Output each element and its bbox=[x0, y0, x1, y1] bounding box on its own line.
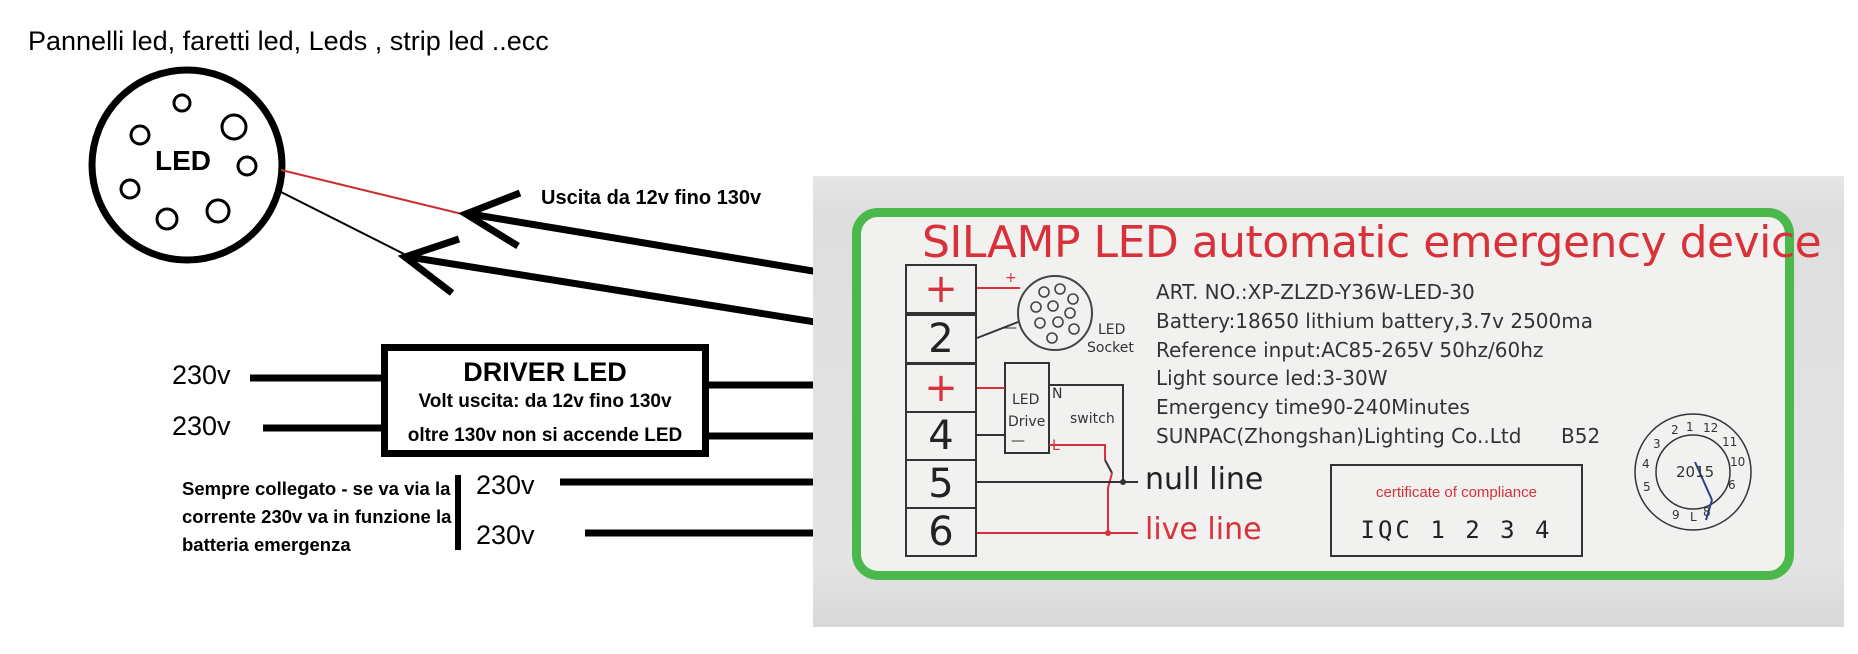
led-drive-box bbox=[1004, 362, 1050, 454]
voltage-label: 230v bbox=[172, 411, 231, 441]
led-lamp-outline bbox=[88, 66, 286, 264]
date-stamp-number: 3 bbox=[1653, 437, 1661, 451]
led-dot bbox=[129, 124, 151, 146]
stamp-pen-mark bbox=[1694, 461, 1713, 501]
arrow-positive-head bbox=[458, 189, 522, 249]
batch-code: B52 bbox=[1561, 424, 1601, 448]
certificate-title: certificate of compliance bbox=[1376, 484, 1537, 501]
driver-led-box: DRIVER LED Volt uscita: da 12v fino 130v… bbox=[381, 344, 709, 457]
output-voltage-label: Uscita da 12v fino 130v bbox=[541, 187, 762, 209]
page-title: Pannelli led, faretti led, Leds , strip … bbox=[28, 26, 549, 56]
led-socket-circle bbox=[1017, 275, 1093, 351]
led-drive-label: LED bbox=[1012, 392, 1040, 408]
date-stamp-number: 11 bbox=[1722, 435, 1738, 449]
terminal-4: 4 bbox=[905, 411, 977, 461]
arrow-negative-head bbox=[397, 235, 461, 296]
black-wire bbox=[276, 189, 405, 255]
n-label: N bbox=[1052, 386, 1063, 402]
date-stamp-number: 2 bbox=[1671, 423, 1679, 437]
led-drive-minus: — bbox=[1011, 433, 1025, 449]
spec-line: SUNPAC(Zhongshan)Lighting Co..Ltd bbox=[1156, 424, 1522, 448]
date-stamp-number: 4 bbox=[1642, 457, 1650, 471]
voltage-label: 230v bbox=[476, 470, 535, 500]
voltage-label: 230v bbox=[476, 520, 535, 550]
certificate-code: IQC 1 2 3 4 bbox=[1360, 516, 1553, 544]
date-stamp-number: 12 bbox=[1703, 421, 1719, 435]
switch-contact bbox=[1104, 459, 1113, 474]
led-label: LED bbox=[155, 145, 211, 176]
spec-line: Light source led:3-30W bbox=[1156, 366, 1388, 390]
date-stamp-year: 2015 bbox=[1676, 463, 1715, 481]
date-stamp-number: 5 bbox=[1643, 480, 1651, 494]
certificate-box: certificate of compliance IQC 1 2 3 4 bbox=[1330, 464, 1583, 557]
date-stamp-letter: L bbox=[1690, 510, 1697, 524]
date-stamp-number: 8 bbox=[1703, 505, 1711, 519]
date-stamp-number: 1 bbox=[1686, 420, 1694, 434]
spec-line: Emergency time90-240Minutes bbox=[1156, 395, 1470, 419]
null-line-label: null line bbox=[1145, 462, 1264, 497]
date-stamp-number: 6 bbox=[1728, 478, 1736, 492]
device-label-frame bbox=[852, 208, 1794, 580]
date-stamp bbox=[1634, 413, 1752, 531]
backup-note: Sempre collegato - se va via la corrente… bbox=[182, 478, 452, 555]
red-wire bbox=[280, 169, 463, 215]
led-dot bbox=[236, 155, 258, 177]
terminal-6: 6 bbox=[905, 507, 977, 557]
driver-output-range: Volt uscita: da 12v fino 130v bbox=[418, 391, 672, 412]
switch-label: switch bbox=[1070, 411, 1115, 427]
terminal-2: 2 bbox=[905, 314, 977, 364]
date-stamp-number: 10 bbox=[1730, 455, 1746, 469]
led-dot bbox=[172, 93, 192, 113]
socket-minus: — bbox=[1003, 320, 1017, 336]
led-dot bbox=[119, 178, 141, 200]
led-socket-label: Socket bbox=[1087, 340, 1134, 356]
socket-plus: + bbox=[1005, 270, 1017, 286]
led-drive-label: Drive bbox=[1008, 414, 1046, 430]
date-stamp-number: 9 bbox=[1672, 508, 1680, 522]
driver-limit-note: oltre 130v non si accende LED bbox=[407, 425, 683, 446]
led-dot bbox=[155, 207, 179, 231]
voltage-label: 230v bbox=[172, 360, 231, 390]
spec-line: Battery:18650 lithium battery,3.7v 2500m… bbox=[1156, 309, 1593, 333]
terminal-1: + bbox=[905, 264, 977, 314]
led-dot bbox=[220, 113, 248, 141]
led-socket-label: LED bbox=[1098, 322, 1126, 338]
live-line-label: live line bbox=[1145, 512, 1262, 547]
spec-line: Reference input:AC85-265V 50hz/60hz bbox=[1156, 338, 1544, 362]
terminal-5: 5 bbox=[905, 459, 977, 509]
terminal-3: + bbox=[905, 363, 977, 413]
l-label: L bbox=[1052, 438, 1060, 454]
driver-title: DRIVER LED bbox=[463, 357, 627, 387]
device-title: SILAMP LED automatic emergency device bbox=[922, 217, 1822, 268]
spec-line: ART. NO.:XP-ZLZD-Y36W-LED-30 bbox=[1156, 280, 1475, 304]
led-dot bbox=[205, 198, 231, 224]
